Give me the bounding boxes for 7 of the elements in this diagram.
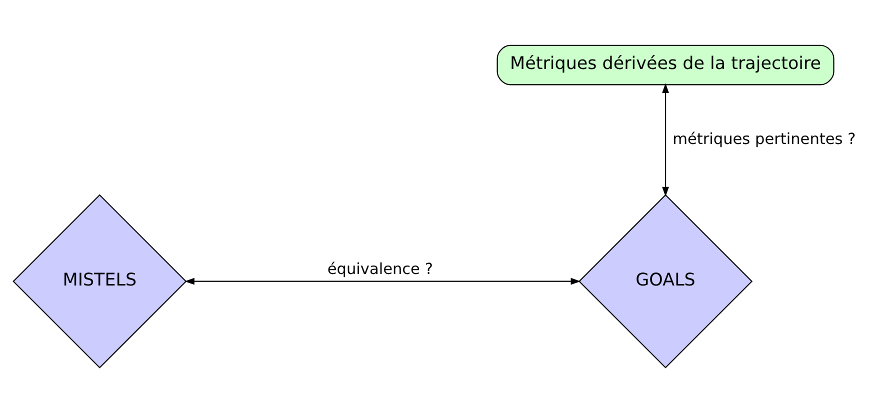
node-diamond: MISTELS (12, 194, 187, 368)
arrow (662, 82, 669, 196)
node-diamond: GOALS (578, 194, 753, 368)
edge-label: équivalence ? (327, 259, 433, 278)
arrow (184, 277, 581, 284)
edge-label: métriques pertinentes ? (672, 129, 856, 148)
node-box: Métriques dérivées de la trajectoire (496, 44, 834, 85)
